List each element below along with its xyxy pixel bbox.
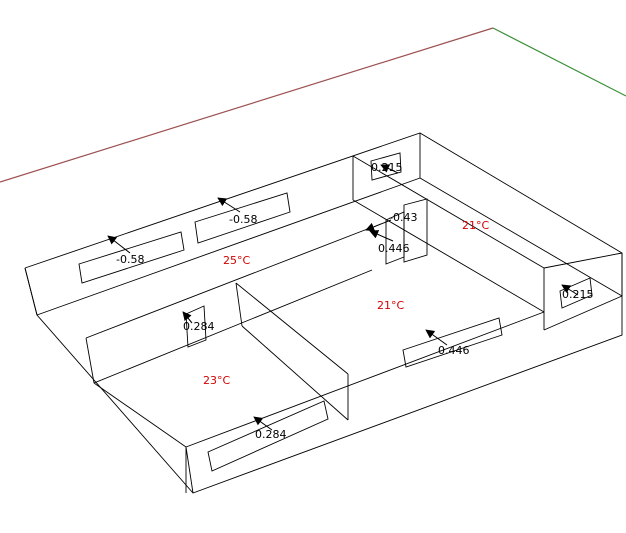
temperature-labels: 25°C 21°C 21°C 23°C — [203, 219, 489, 387]
flow-label-front-left: 0.284 — [255, 428, 287, 441]
flow-arrow-icon — [217, 197, 241, 213]
flow-arrow-icon — [182, 311, 193, 324]
flow-labels: -0.58 -0.58 0.215 -0.43 0.446 0.215 0.28… — [116, 161, 594, 441]
red-axis — [0, 27, 494, 183]
flow-label-top-right: 0.215 — [371, 161, 403, 174]
flow-label-inner-lower: 0.446 — [378, 242, 410, 255]
flow-arrow-icon — [369, 230, 394, 242]
openings — [78, 152, 593, 472]
flow-label-right-end: 0.215 — [562, 288, 594, 301]
building-outline — [24, 132, 623, 494]
temp-label-right: 21°C — [462, 219, 489, 232]
flow-arrow-icon — [365, 219, 392, 232]
flow-label-front-center: 0.446 — [438, 344, 470, 357]
temp-label-left-bottom: 23°C — [203, 374, 230, 387]
flow-label-inner-upper: -0.43 — [389, 211, 417, 224]
partition-walls — [85, 155, 623, 493]
flow-label-back-mid: -0.58 — [229, 213, 257, 226]
temp-label-center: 21°C — [377, 299, 404, 312]
flow-arrow-icon — [561, 284, 579, 296]
green-axis — [492, 27, 626, 97]
flow-label-back-left: -0.58 — [116, 253, 144, 266]
temp-label-left-top: 25°C — [223, 254, 250, 267]
flow-arrows — [107, 164, 579, 431]
flow-arrow-icon — [253, 416, 273, 431]
flow-arrow-icon — [107, 235, 131, 254]
flow-arrow-icon — [380, 164, 399, 174]
flow-label-inner-left: 0.284 — [183, 320, 215, 333]
flow-arrow-icon — [425, 329, 448, 346]
